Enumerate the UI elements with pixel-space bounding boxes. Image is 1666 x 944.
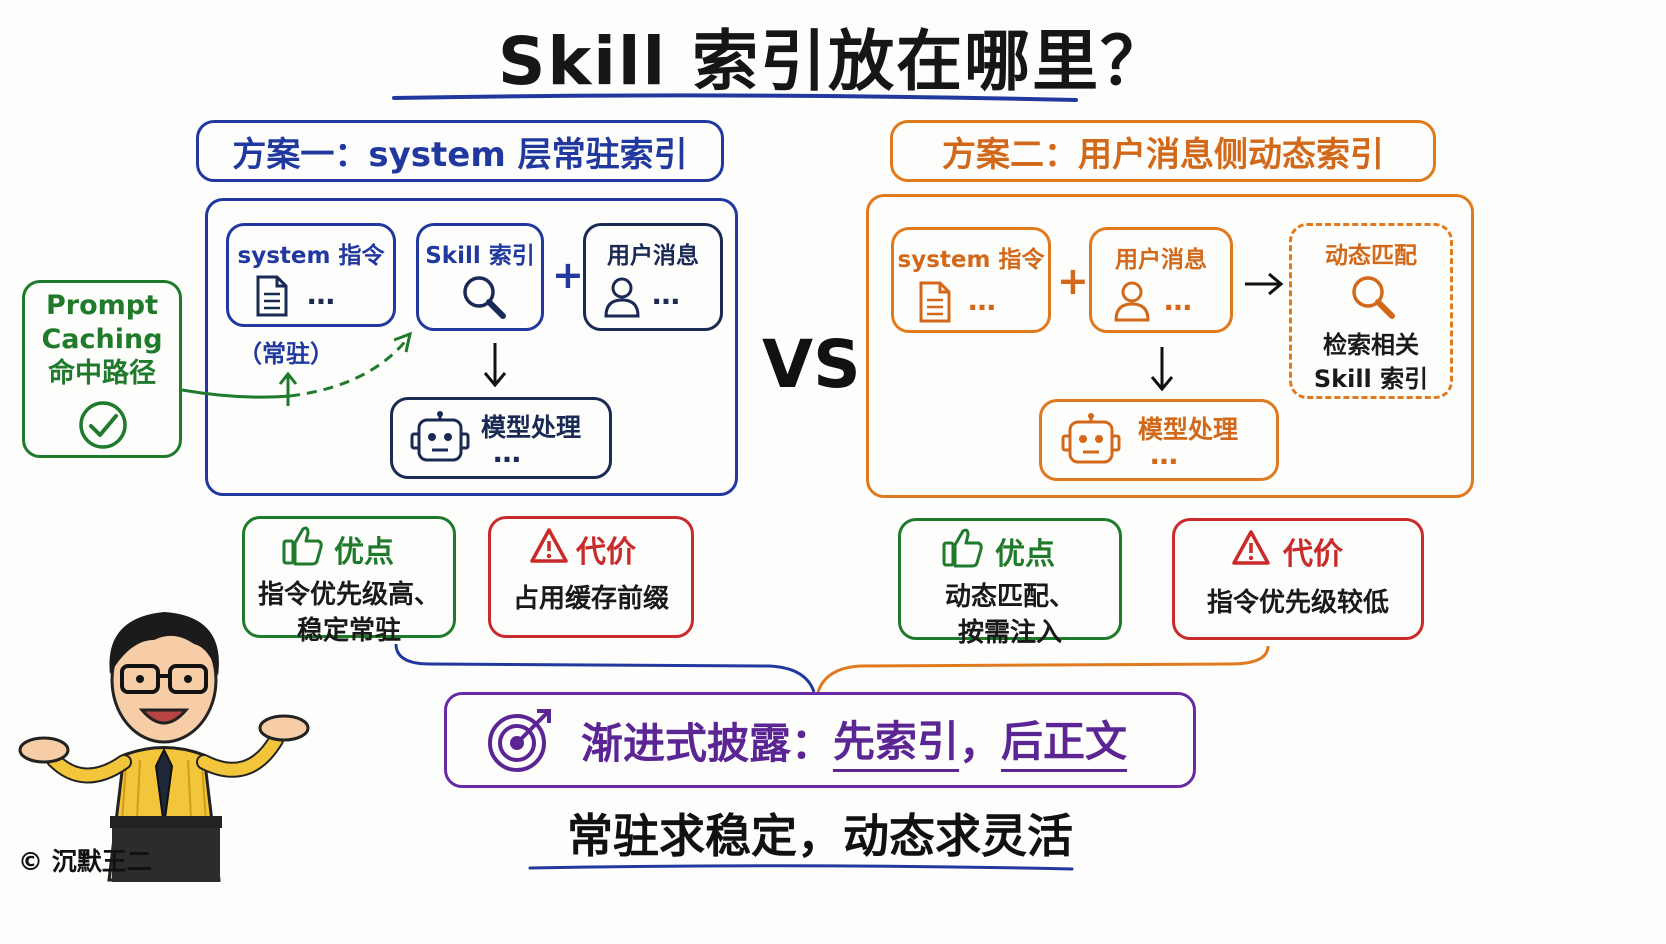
scheme1-panel: system 指令 … Skill 索引 + 用户消息 … （常驻） bbox=[205, 198, 738, 496]
scheme2-model-card: 模型处理 … bbox=[1039, 399, 1279, 481]
target-icon bbox=[488, 709, 551, 772]
scheme2-cost-body: 指令优先级较低 bbox=[1206, 588, 1389, 618]
scheme2-panel: system 指令 … + 用户消息 … 动态匹配 检索相关 Skil bbox=[866, 194, 1474, 498]
banner-part2: 后正文 bbox=[1001, 708, 1128, 772]
document-icon bbox=[256, 275, 288, 317]
robot-icon bbox=[1061, 413, 1121, 464]
scheme2-model-dots: … bbox=[1150, 438, 1180, 471]
arrow-down-icon bbox=[1150, 347, 1174, 392]
scheme2-pros-line1: 动态匹配、 bbox=[944, 582, 1075, 612]
scheme2-match-body-line1: 检索相关 bbox=[1323, 331, 1419, 359]
scheme2-user-dots: … bbox=[1164, 284, 1194, 317]
scheme1-cost-body: 占用缓存前缀 bbox=[512, 584, 669, 614]
vs-label: VS bbox=[762, 326, 861, 403]
scheme1-pros-title: 优点 bbox=[334, 535, 394, 570]
scheme2-pros-line2: 按需注入 bbox=[957, 618, 1062, 648]
scheme1-plus: + bbox=[552, 253, 584, 297]
scheme1-model-dots: … bbox=[493, 436, 523, 469]
prompt-caching-line3: 命中路径 bbox=[48, 358, 156, 389]
prompt-caching-text: Prompt Caching 命中路径 bbox=[25, 289, 179, 391]
scheme1-resident-note: （常驻） bbox=[238, 340, 334, 368]
arrow-right-icon bbox=[1245, 272, 1284, 296]
scheme1-user-dots: … bbox=[652, 278, 682, 311]
scheme1-cost-box: 代价 占用缓存前缀 bbox=[488, 516, 694, 638]
banner-part1: 先索引 bbox=[833, 708, 960, 772]
robot-icon bbox=[410, 411, 470, 462]
scheme1-system-label: system 指令 bbox=[237, 243, 385, 269]
user-icon bbox=[1114, 281, 1150, 322]
scheme1-pros-line1: 指令优先级高、 bbox=[257, 580, 440, 610]
scheme2-match-label: 动态匹配 bbox=[1325, 243, 1417, 269]
scheme1-heading-text: 方案一：system 层常驻索引 bbox=[232, 134, 688, 175]
subtitle-underline bbox=[528, 864, 1074, 871]
banner-prefix: 渐进式披露： bbox=[581, 718, 834, 768]
scheme2-heading: 方案二：用户消息侧动态索引 bbox=[890, 120, 1436, 182]
scheme2-system-dots: … bbox=[968, 284, 998, 317]
magnifier-icon bbox=[1352, 276, 1395, 319]
scheme1-model-label: 模型处理 bbox=[481, 413, 582, 442]
scheme1-system-card: system 指令 … bbox=[226, 223, 396, 327]
document-icon bbox=[919, 281, 951, 323]
scheme1-system-dots: … bbox=[307, 278, 337, 311]
copyright: © 沉默王二 bbox=[18, 847, 152, 876]
scheme2-pros-body: 动态匹配、 按需注入 bbox=[901, 579, 1119, 651]
page-title: Skill 索引放在哪里？ bbox=[497, 23, 1169, 100]
subtitle: 常驻求稳定，动态求灵活 bbox=[567, 809, 1073, 863]
title-underline bbox=[392, 93, 1078, 102]
caching-path-arrow bbox=[181, 331, 413, 406]
scheme2-plus: + bbox=[1057, 259, 1089, 303]
scheme1-skill-label: Skill 索引 bbox=[425, 243, 535, 269]
scheme1-user-label: 用户消息 bbox=[607, 243, 699, 269]
scheme2-cost-title: 代价 bbox=[1283, 537, 1343, 572]
scheme2-cost-box: 代价 指令优先级较低 bbox=[1172, 518, 1424, 640]
banner-separator: ， bbox=[959, 718, 1002, 768]
thumbs-up-icon bbox=[942, 528, 983, 568]
magnifier-icon bbox=[463, 276, 506, 319]
scheme1-heading: 方案一：system 层常驻索引 bbox=[196, 120, 724, 182]
scheme1-pros-body: 指令优先级高、 稳定常驻 bbox=[245, 577, 453, 649]
scheme2-heading-text: 方案二：用户消息侧动态索引 bbox=[942, 134, 1384, 175]
scheme2-match-card: 动态匹配 检索相关 Skill 索引 bbox=[1289, 223, 1453, 399]
scheme1-model-card: 模型处理 … bbox=[390, 397, 612, 479]
arrow-down-icon bbox=[483, 343, 507, 388]
scheme1-pros-line2: 稳定常驻 bbox=[296, 616, 401, 646]
scheme2-system-card: system 指令 … bbox=[891, 227, 1051, 333]
scheme2-match-body: 检索相关 Skill 索引 bbox=[1292, 328, 1450, 396]
mascot-illustration bbox=[18, 612, 310, 882]
scheme2-user-label: 用户消息 bbox=[1115, 247, 1207, 273]
thumbs-up-icon bbox=[282, 526, 323, 566]
scheme2-user-card: 用户消息 … bbox=[1089, 227, 1233, 333]
scheme1-cost-title: 代价 bbox=[576, 535, 636, 570]
scheme1-skill-card: Skill 索引 bbox=[416, 223, 544, 331]
scheme2-pros-box: 优点 动态匹配、 按需注入 bbox=[898, 518, 1122, 648]
check-icon bbox=[79, 401, 127, 449]
user-icon bbox=[604, 277, 640, 318]
scheme1-pros-box: 优点 指令优先级高、 稳定常驻 bbox=[242, 516, 456, 646]
scheme1-user-card: 用户消息 … bbox=[583, 223, 723, 331]
prompt-caching-line2: Caching bbox=[41, 324, 163, 355]
prompt-caching-line1: Prompt bbox=[45, 290, 159, 321]
scheme2-model-label: 模型处理 bbox=[1138, 415, 1239, 444]
scheme2-match-body-line2: Skill 索引 bbox=[1313, 365, 1429, 393]
principle-banner: 渐进式披露： 先索引 ， 后正文 bbox=[444, 692, 1196, 788]
warning-icon bbox=[530, 528, 568, 563]
scheme2-system-label: system 指令 bbox=[897, 247, 1045, 273]
prompt-caching-box: Prompt Caching 命中路径 bbox=[22, 280, 182, 458]
scheme2-pros-title: 优点 bbox=[995, 537, 1055, 572]
warning-icon bbox=[1232, 530, 1270, 565]
connector-braces bbox=[394, 643, 1270, 693]
